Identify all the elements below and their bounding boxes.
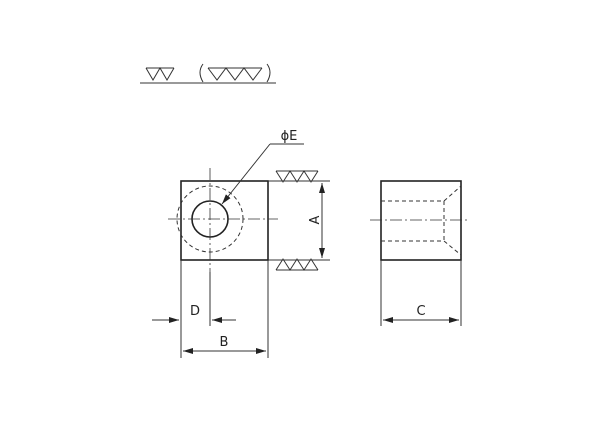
- bottom-surface-finish-icon: [275, 258, 319, 271]
- bracket-open-icon: [199, 63, 204, 83]
- dimension-e: ϕE: [221, 129, 304, 205]
- dimension-b-label: B: [220, 335, 229, 350]
- front-view: [168, 168, 319, 272]
- front-view-body: [180, 180, 269, 261]
- bracket-close-icon: [266, 63, 271, 83]
- side-view: [370, 180, 470, 261]
- dimension-d: D: [152, 272, 236, 326]
- side-view-body: [380, 180, 462, 261]
- dimension-a: A: [268, 180, 330, 261]
- dimension-e-label: ϕE: [281, 129, 298, 144]
- side-view-hidden-bore: [381, 185, 462, 256]
- dimension-c: C: [380, 260, 462, 326]
- surface-finish-double-triangle-icon: [145, 67, 175, 81]
- dimension-a-label: A: [308, 215, 323, 224]
- dimension-d-label: D: [190, 304, 200, 319]
- surface-finish-triple-triangle-icon: [207, 67, 263, 81]
- surface-finish-legend: [140, 63, 276, 84]
- dimension-c-label: C: [416, 304, 425, 319]
- dimension-b: B: [180, 260, 269, 358]
- top-surface-finish-icon: [275, 170, 319, 183]
